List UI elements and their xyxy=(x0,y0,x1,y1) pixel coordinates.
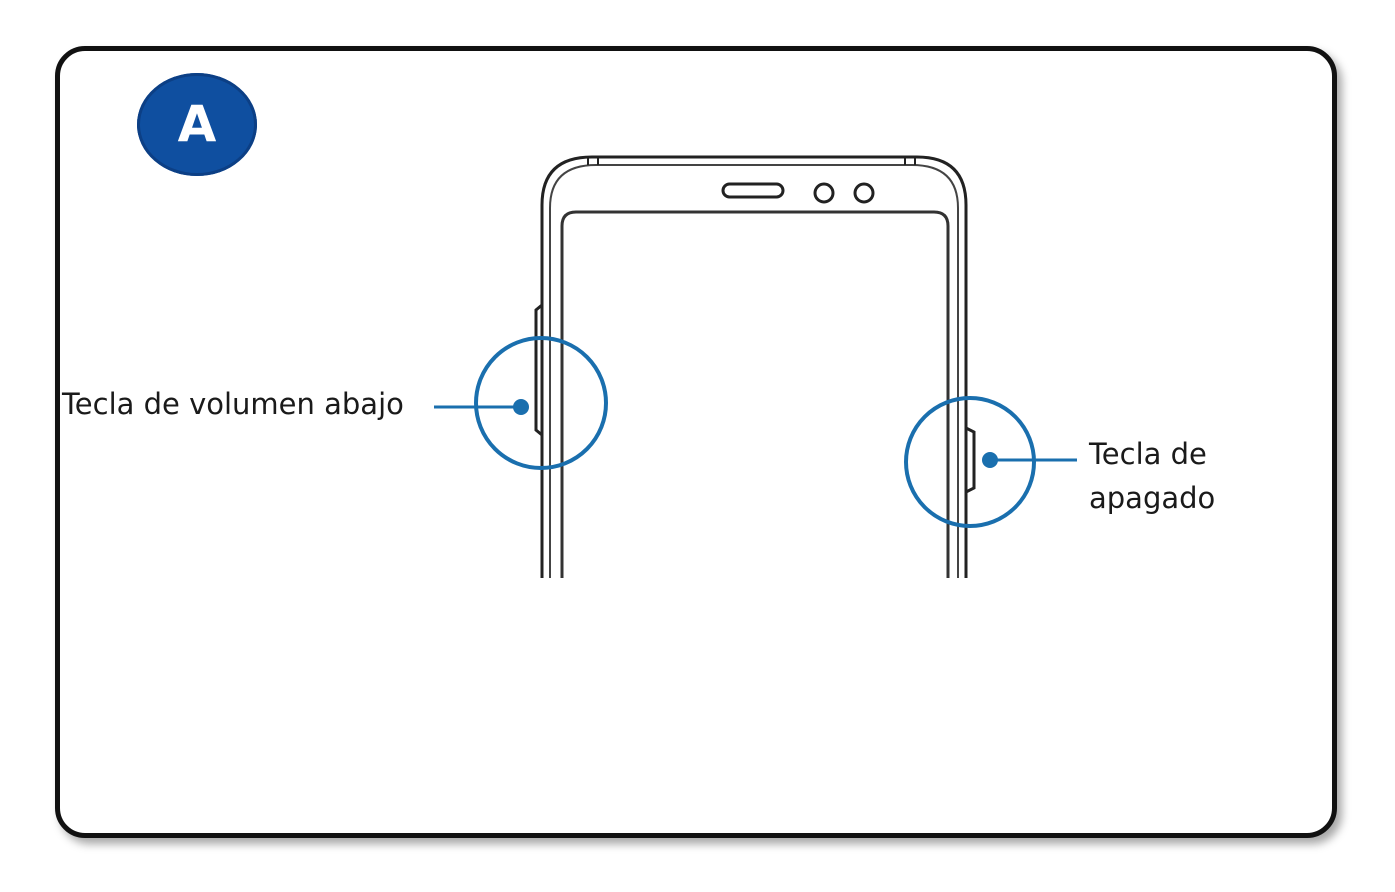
proximity-sensor-icon xyxy=(853,182,875,204)
volume-key-label: Tecla de volumen abajo xyxy=(62,387,404,421)
power-key-label-line1: Tecla de xyxy=(1089,437,1207,471)
front-camera-icon xyxy=(813,182,835,204)
power-key-label-line2: apagado xyxy=(1089,481,1216,515)
power-key-label: Tecla de apagado xyxy=(1089,432,1215,520)
step-badge: A xyxy=(137,73,257,176)
diagram-card xyxy=(55,46,1337,838)
power-key xyxy=(965,426,976,494)
volume-key-leader-dot xyxy=(513,399,529,415)
volume-key xyxy=(534,303,543,437)
phone-inner-body xyxy=(549,164,959,578)
phone-screen xyxy=(560,210,950,578)
power-key-leader-dot xyxy=(982,452,998,468)
volume-key-callout-circle xyxy=(474,336,608,470)
phone-outer-body xyxy=(540,155,968,578)
step-badge-letter: A xyxy=(177,94,217,153)
power-key-callout-circle xyxy=(904,396,1036,528)
earpiece xyxy=(721,182,785,199)
